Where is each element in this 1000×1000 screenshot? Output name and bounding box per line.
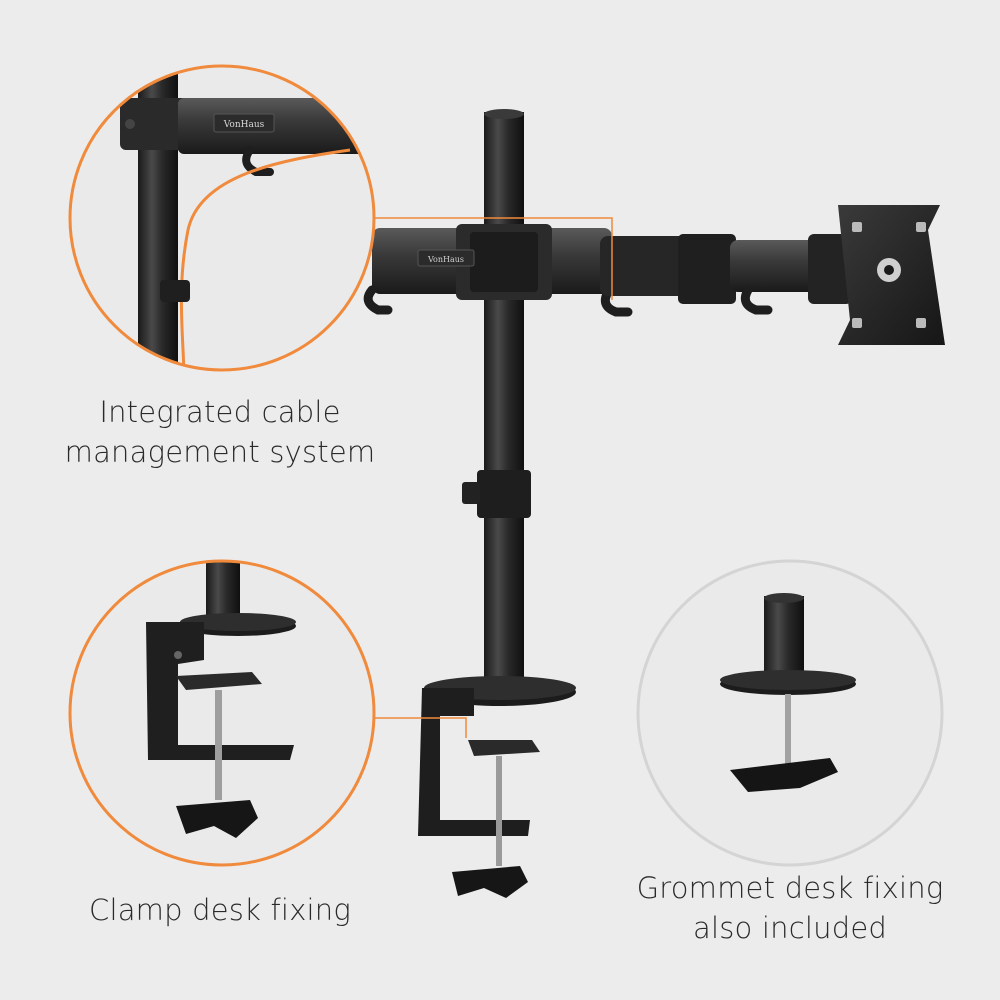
grommet-caption-line-2: also included [693,911,887,945]
leader-lines [372,217,613,738]
cable-management-caption: Integrated cable management system [60,392,380,472]
vesa-plate [838,205,945,345]
grommet-caption: Grommet desk fixing also included [620,868,960,948]
grommet-caption-line-1: Grommet desk fixing [636,871,944,905]
arm-logo: VonHaus [427,255,464,264]
mount-pole [484,112,524,697]
cable-caption-line-2: management system [64,435,376,469]
cable-inset: VonHaus [68,64,376,372]
clamp-inset-ring [68,559,376,867]
orange-cable [179,148,351,370]
cable-caption-line-1: Integrated cable [99,395,341,429]
clamp-caption-line-1: Clamp desk fixing [89,893,351,927]
inset-logo: VonHaus [223,120,265,130]
clamp [418,688,540,898]
cable-inset-ring [68,64,376,372]
grommet-inset [636,559,944,867]
pole-collar [477,470,531,518]
arm-joint [600,236,690,296]
grommet-inset-ring [636,559,944,867]
monitor-mount: VonHaus [363,109,945,898]
arm-segment-2 [730,240,820,292]
clamp-inset [68,559,376,867]
clamp-caption: Clamp desk fixing [60,890,380,930]
